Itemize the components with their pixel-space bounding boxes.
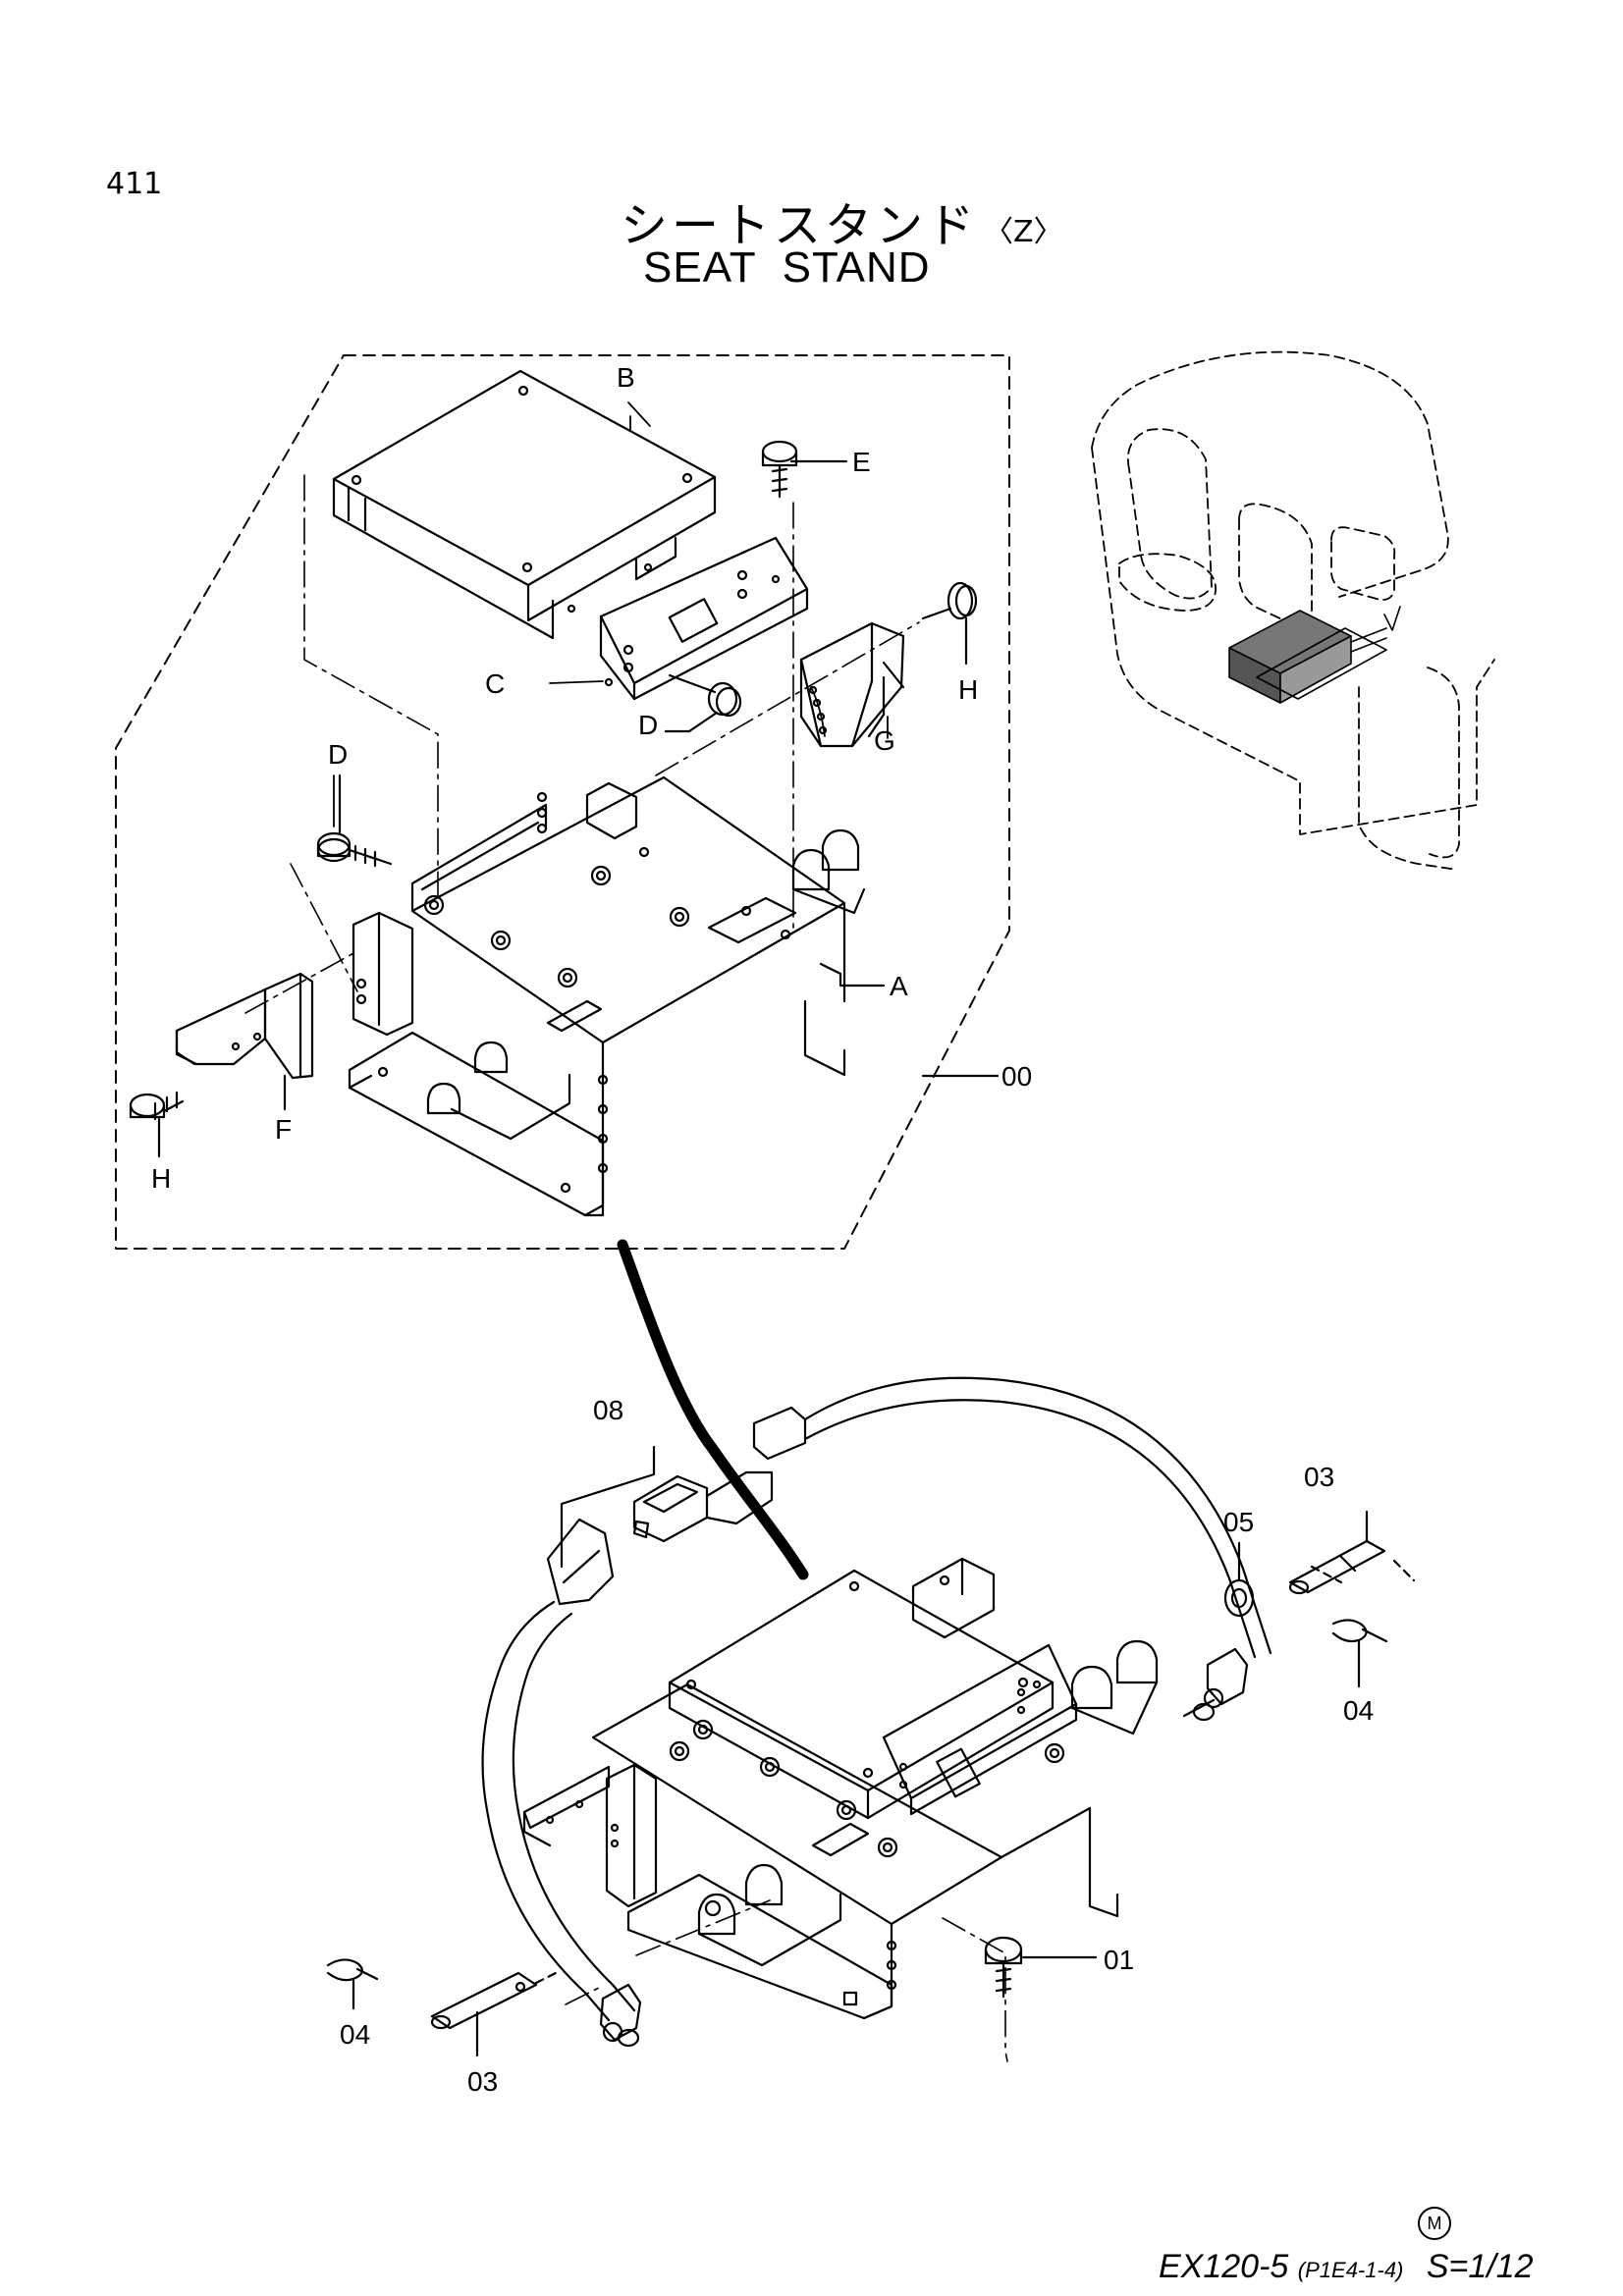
title-english: SEAT STAND: [643, 243, 956, 293]
plate-b: [332, 369, 717, 640]
pin-03-left: [430, 1969, 562, 2057]
bolt-h-left: [129, 1091, 185, 1158]
callout-e: E: [852, 447, 871, 477]
callout-01: 01: [1104, 1945, 1134, 1975]
cab-location-view: [1091, 350, 1495, 871]
callout-04-left: 04: [340, 2019, 370, 2050]
footer-scale: S=1/12: [1426, 2248, 1534, 2285]
bracket-g: [799, 621, 905, 748]
assembly-boundary: [115, 354, 1010, 1250]
pin-03-right: [1288, 1510, 1416, 1595]
callout-h-left: H: [151, 1163, 171, 1194]
alignment-lines: [244, 474, 920, 1014]
footer-reference: EX120-5 (P1E4-1-4) S=1/12: [1159, 2248, 1534, 2286]
callout-g: G: [874, 725, 895, 756]
footer-code: (P1E4-1-4): [1297, 2258, 1404, 2282]
title-english-word-2: STAND: [782, 243, 931, 292]
callout-h-right: H: [958, 674, 978, 705]
callout-a: A: [890, 971, 908, 1001]
washer-05: [1223, 1541, 1255, 1618]
bolt-h-right: [921, 581, 978, 666]
callout-03-left: 03: [467, 2066, 498, 2097]
callout-d-upper: D: [638, 710, 658, 740]
cab-seat-stand-highlight: [1228, 606, 1401, 704]
callout-05: 05: [1223, 1507, 1254, 1537]
callout-f: F: [275, 1114, 292, 1145]
clip-04-left: [326, 1958, 379, 2010]
title-japanese: シートスタンド〈Z〉: [621, 187, 1063, 255]
bolt-d-left: [316, 774, 393, 868]
bolt-e: [761, 440, 848, 499]
footer-model: EX120-5: [1159, 2248, 1289, 2285]
title-variant: 〈Z〉: [984, 215, 1063, 249]
m-mark: M: [1418, 2207, 1451, 2240]
callout-03-right: 03: [1304, 1462, 1334, 1492]
callout-d-left: D: [328, 739, 348, 770]
lower-frame: [522, 1557, 1159, 2020]
clip-04-right: [1331, 1619, 1388, 1688]
callout-04-right: 04: [1343, 1695, 1374, 1726]
callout-08: 08: [593, 1395, 623, 1425]
lower-alignment-lines: [565, 1899, 1008, 2062]
callout-leaders: [333, 401, 889, 828]
callout-b: B: [617, 362, 635, 393]
bracket-f: [175, 972, 314, 1111]
bolt-d-upper: [664, 673, 742, 733]
callout-c: C: [485, 668, 505, 699]
callout-00: 00: [1001, 1061, 1032, 1092]
bolt-01: [984, 1936, 1098, 1999]
frame-a: [348, 775, 886, 1217]
title-japanese-text: シートスタンド: [621, 198, 979, 253]
bracket-c: [599, 536, 809, 701]
title-english-word-1: SEAT: [643, 243, 757, 292]
connecting-arrow: [617, 1239, 809, 1580]
leader-08: [560, 1445, 656, 1569]
seat-belt: [481, 1376, 1272, 2048]
page-number: 411: [106, 167, 163, 201]
